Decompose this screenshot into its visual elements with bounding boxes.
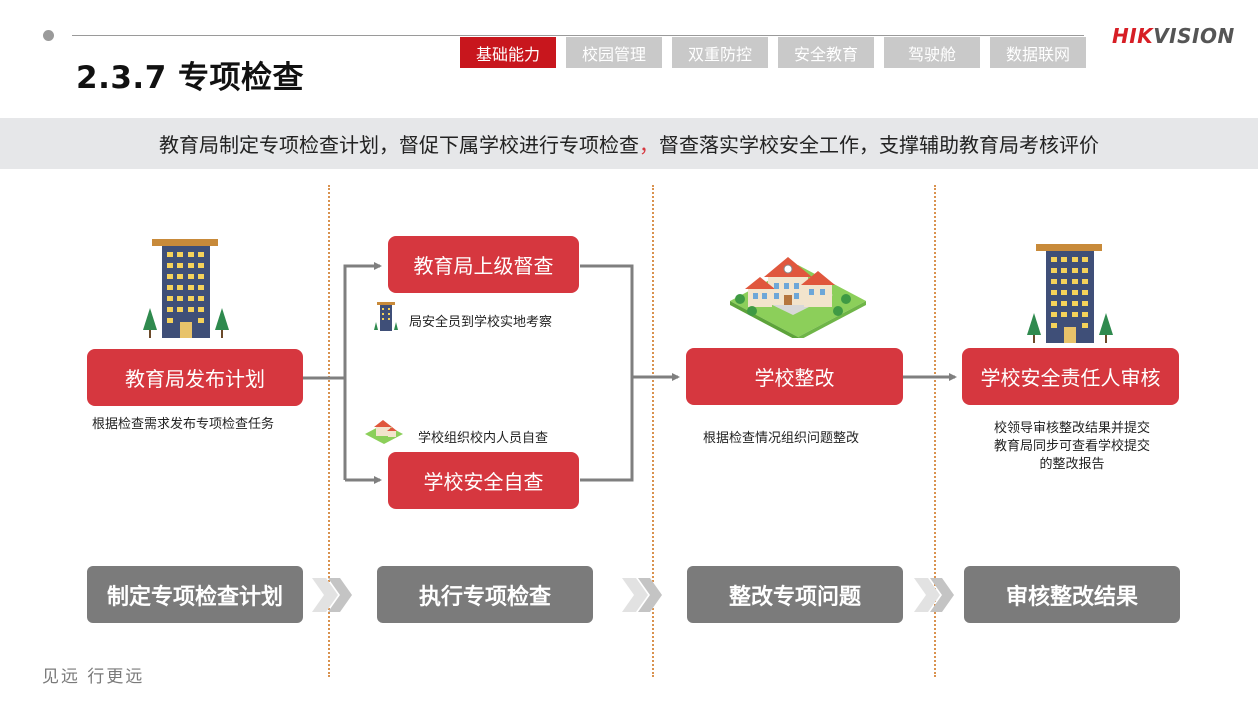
tab-data-network[interactable]: 数据联网 [990, 37, 1086, 68]
stage-execute[interactable]: 执行专项检查 [377, 566, 593, 623]
header-dot [43, 30, 54, 41]
banner-text-comma: ， [639, 133, 659, 157]
footer-slogan: 见远 行更远 [42, 667, 145, 687]
school-campus-icon [730, 257, 866, 338]
superior-check-box[interactable]: 教育局上级督查 [388, 236, 579, 293]
review-caption-line: 的整改报告 [1039, 457, 1105, 472]
self-check-caption: 学校组织校内人员自查 [418, 431, 549, 446]
review-box[interactable]: 学校安全责任人审核 [962, 348, 1179, 405]
chevron-right-icon [914, 578, 954, 612]
chevron-right-icon [312, 578, 352, 612]
stage-review[interactable]: 审核整改结果 [964, 566, 1180, 623]
review-caption-line: 校领导审核整改结果并提交 [993, 421, 1150, 436]
stage-divider-2 [652, 185, 654, 677]
tab-dual-prevention[interactable]: 双重防控 [672, 37, 768, 68]
tab-basic-capability[interactable]: 基础能力 [460, 37, 556, 68]
chevron-right-icon [622, 578, 662, 612]
self-check-box[interactable]: 学校安全自查 [388, 452, 579, 509]
tab-campus-management[interactable]: 校园管理 [566, 37, 662, 68]
header-divider [72, 35, 1084, 36]
rectify-box[interactable]: 学校整改 [686, 348, 903, 405]
page-title: 2.3.7 专项检查 [76, 60, 305, 96]
publish-plan-box[interactable]: 教育局发布计划 [87, 349, 303, 406]
tab-safety-education[interactable]: 安全教育 [778, 37, 874, 68]
office-building-icon [143, 239, 229, 338]
stage-divider-1 [328, 185, 330, 677]
stage-rectify[interactable]: 整改专项问题 [687, 566, 903, 623]
superior-check-caption: 局安全员到学校实地考察 [409, 315, 553, 330]
stage-plan[interactable]: 制定专项检查计划 [87, 566, 303, 623]
rectify-caption: 根据检查情况组织问题整改 [703, 431, 860, 446]
tab-cockpit[interactable]: 驾驶舱 [884, 37, 980, 68]
review-caption-line: 教育局同步可查看学校提交 [993, 439, 1150, 454]
top-nav-tabs: 基础能力 校园管理 双重防控 安全教育 驾驶舱 数据联网 [460, 37, 1086, 68]
banner-text-1: 教育局制定专项检查计划，督促下属学校进行专项检查 [159, 133, 639, 157]
connector-merge [580, 264, 634, 482]
small-building-icon [374, 302, 398, 331]
hikvision-logo: HIKVISION [1112, 24, 1235, 48]
summary-banner: 教育局制定专项检查计划，督促下属学校进行专项检查，督查落实学校安全工作，支撑辅助… [0, 118, 1258, 169]
banner-text-2: 督查落实学校安全工作，支撑辅助教育局考核评价 [659, 133, 1099, 157]
publish-plan-caption: 根据检查需求发布专项检查任务 [92, 417, 275, 432]
stage-divider-3 [934, 185, 936, 677]
connector-to-superior [343, 262, 382, 480]
review-caption: 校领导审核整改结果并提交 教育局同步可查看学校提交 的整改报告 [952, 420, 1192, 474]
small-school-icon [365, 420, 403, 444]
office-building-icon [1027, 244, 1113, 343]
